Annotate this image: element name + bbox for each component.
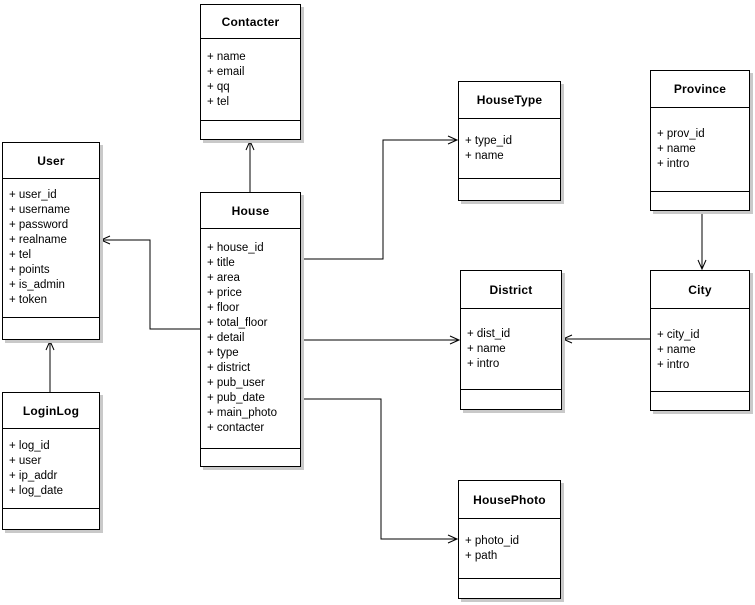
class-attribute: + realname (9, 234, 67, 246)
class-title-house: House (201, 193, 300, 229)
class-empty-compartment (461, 390, 561, 409)
class-attribute: + floor (207, 302, 240, 314)
class-attribute: + intro (467, 357, 500, 370)
class-attribute: + tel (207, 95, 230, 108)
class-city[interactable]: City + city_id + name + intro (650, 270, 750, 411)
class-attribute: + name (465, 149, 504, 162)
class-title-housephoto: HousePhoto (459, 481, 560, 519)
class-empty-compartment (201, 449, 300, 466)
class-attribute: + name (657, 143, 696, 155)
class-attribute: + name (207, 50, 246, 63)
class-title-province: Province (651, 71, 749, 108)
class-attributes-housephoto: + photo_id + path (459, 519, 560, 579)
class-attribute: + total_floor (207, 317, 268, 329)
class-empty-compartment (459, 179, 560, 200)
connector-province-to-city (697, 211, 707, 271)
class-attribute: + house_id (207, 242, 264, 254)
class-district[interactable]: District + dist_id + name + intro (460, 270, 562, 410)
class-loginlog[interactable]: LoginLog + log_id + user + ip_addr + log_dat… (2, 392, 100, 530)
class-attribute: + type_id (465, 134, 512, 147)
class-attributes-housetype: + type_id + name (459, 119, 560, 179)
connector-house-to-user (99, 235, 200, 330)
class-title-user: User (3, 143, 99, 179)
arrowhead-icon (99, 235, 111, 245)
class-title-loginlog: LoginLog (3, 393, 99, 429)
class-attributes-city: + city_id + name + intro (651, 309, 749, 392)
class-attribute: + log_id (9, 439, 50, 452)
class-housephoto[interactable]: HousePhoto + photo_id + path (458, 480, 561, 599)
class-attribute: + area (207, 272, 240, 284)
class-attribute: + ip_addr (9, 469, 58, 482)
class-title-housetype: HouseType (459, 82, 560, 119)
class-attribute: + user (9, 454, 42, 467)
class-contacter[interactable]: Contacter + name + email + qq + tel (200, 4, 301, 140)
class-house[interactable]: House + house_id + title + area + price + flo… (200, 192, 301, 467)
connector-house-to-district (301, 335, 461, 345)
class-attributes-loginlog: + log_id + user + ip_addr + log_date (3, 429, 99, 509)
class-attribute: + points (9, 264, 50, 276)
class-attribute: + district (207, 362, 251, 374)
class-attribute: + price (207, 287, 242, 299)
class-attribute: + name (657, 343, 696, 356)
class-attribute: + log_date (9, 484, 64, 497)
class-attribute: + email (207, 65, 245, 78)
class-attribute: + qq (207, 80, 230, 93)
class-attributes-contacter: + name + email + qq + tel (201, 39, 300, 121)
class-attribute: + username (9, 204, 71, 216)
connector-house-to-contacter (245, 139, 255, 192)
class-title-contacter: Contacter (201, 5, 300, 39)
class-attribute: + type (207, 347, 239, 359)
class-attribute: + user_id (9, 189, 57, 201)
class-attribute: + contacter (207, 422, 265, 434)
arrowhead-icon (561, 334, 573, 344)
class-title-city: City (651, 271, 749, 309)
class-empty-compartment (3, 509, 99, 529)
connector-city-to-district (561, 334, 650, 344)
class-attributes-province: + prov_id + name + intro (651, 108, 749, 192)
class-attribute: + title (207, 257, 235, 269)
arrowhead-icon (449, 335, 461, 345)
class-attribute: + tel (9, 249, 32, 261)
class-attribute: + city_id (657, 328, 700, 341)
class-attribute: + pub_date (207, 392, 265, 404)
class-attribute: + photo_id (465, 534, 520, 547)
arrowhead-icon (45, 339, 55, 351)
class-title-district: District (461, 271, 561, 309)
class-attribute: + prov_id (657, 128, 705, 140)
class-attribute: + token (9, 294, 48, 306)
class-attributes-house: + house_id + title + area + price + floor + t… (201, 229, 300, 449)
arrowhead-icon (697, 259, 707, 271)
connector-house-to-housephoto (301, 398, 459, 544)
class-attribute: + password (9, 219, 69, 231)
class-attribute: + main_photo (207, 407, 278, 419)
class-attribute: + dist_id (467, 327, 511, 340)
class-empty-compartment (651, 192, 749, 210)
class-user[interactable]: User + user_id + username + password + realn… (2, 142, 100, 340)
arrowhead-icon (447, 135, 459, 145)
class-empty-compartment (3, 318, 99, 339)
class-attribute: + path (465, 549, 498, 562)
class-empty-compartment (651, 392, 749, 410)
class-housetype[interactable]: HouseType + type_id + name (458, 81, 561, 201)
class-attributes-user: + user_id + username + password + realname +… (3, 179, 99, 318)
class-attribute: + pub_user (207, 377, 265, 389)
class-empty-compartment (201, 121, 300, 139)
class-attributes-district: + dist_id + name + intro (461, 309, 561, 390)
arrowhead-icon (245, 139, 255, 151)
connector-loginlog-to-user (45, 339, 55, 392)
class-attribute: + intro (657, 358, 690, 371)
class-attribute: + name (467, 342, 506, 355)
class-attribute: + detail (207, 332, 245, 344)
arrowhead-icon (447, 534, 459, 544)
connector-house-to-housetype (301, 135, 459, 260)
class-attribute: + is_admin (9, 279, 65, 291)
class-empty-compartment (459, 579, 560, 598)
class-attribute: + intro (657, 158, 690, 170)
class-province[interactable]: Province + prov_id + name + intro (650, 70, 750, 211)
